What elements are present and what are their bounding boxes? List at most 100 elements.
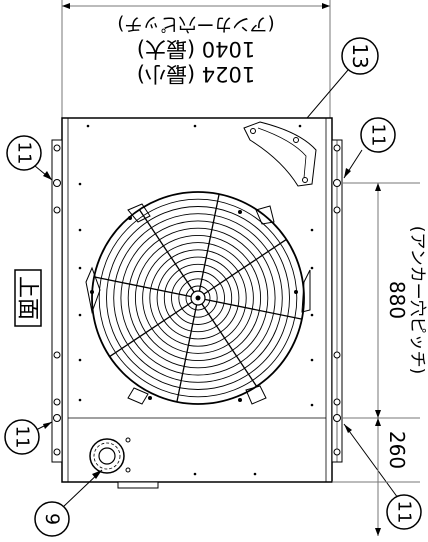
callout-13-label: 13: [348, 43, 372, 68]
right-dim-arrow: [375, 418, 381, 426]
guard-clips: [90, 210, 298, 402]
fan-assembly: [85, 191, 311, 405]
anchor-hole: [333, 351, 341, 359]
anchor-hole: [53, 414, 61, 422]
fan-hub-center: [195, 295, 201, 301]
fan-guard-spoke: [197, 297, 258, 387]
fan-bracket: [127, 387, 149, 405]
callout-11-circle: [4, 419, 40, 455]
fan-guard-ring: [91, 191, 305, 405]
rail-holes: [53, 144, 341, 456]
callout-11-bottom-right: 11: [343, 423, 422, 530]
callout-11-arrow: [344, 424, 352, 433]
callout-11-top-right: 11: [343, 117, 396, 179]
top-dim-max: 1040 (最大): [137, 37, 256, 61]
screw: [310, 266, 314, 270]
part-9-ring: [93, 442, 121, 470]
top-dim-min: 1024 (最小): [137, 62, 256, 86]
rail-left: [51, 139, 63, 463]
fan-guard-ring: [163, 263, 233, 333]
right-dim-arrow: [375, 183, 381, 191]
callout-11-circle: [6, 135, 42, 171]
bracket-13-bolt: [293, 137, 299, 143]
anchor-hole: [333, 398, 341, 406]
fan-guard-ring: [178, 278, 218, 318]
anchor-hole: [53, 448, 61, 456]
anchor-hole: [333, 179, 341, 187]
fan-guard-rings: [91, 191, 305, 405]
callout-9: 9: [34, 469, 103, 537]
side-label-box: [14, 269, 42, 327]
callout-9-label: 9: [41, 513, 63, 525]
screw: [193, 124, 197, 128]
callout-11-circle: [360, 117, 396, 153]
callout-11-label: 11: [14, 142, 35, 165]
top-dimension: 1024 (最小) 1040 (最大) (アンカー穴ピッチ): [61, 0, 331, 118]
callout-11-label: 11: [12, 426, 33, 449]
top-dim-note: (アンカー穴ピッチ): [117, 13, 274, 34]
callout-13: 13: [289, 37, 379, 139]
callout-13-circle: [341, 37, 379, 75]
fan-guard-ring: [149, 249, 247, 347]
part-9-bolt: [125, 437, 131, 443]
fan-guard-ring: [185, 285, 211, 311]
callout-11-circle: [386, 494, 422, 530]
guard-clip: [148, 396, 152, 400]
fan-guard-ring: [171, 271, 225, 325]
callout-11-top-left: 11: [6, 135, 53, 181]
fan-guard-ring: [156, 256, 240, 340]
fan-guard-ring: [98, 198, 298, 398]
part-9-bolt: [125, 467, 131, 473]
fan-guard-spokes: [93, 193, 303, 403]
screw: [78, 313, 82, 317]
part-9-inner: [98, 447, 116, 465]
anchor-hole: [333, 144, 341, 152]
screw: [298, 124, 302, 128]
fan-guard-ring: [134, 234, 262, 362]
anchor-hole: [53, 144, 61, 152]
screw: [78, 358, 82, 362]
callout-11-arrow: [43, 171, 52, 180]
side-label-text: 上面: [15, 276, 40, 320]
right-dim-arrow: [375, 410, 381, 418]
bracket-13-bolt: [250, 128, 256, 134]
fan-guard-spoke: [109, 297, 199, 358]
bracket-13: [243, 121, 317, 187]
bracket-13-inner: [257, 127, 307, 179]
fan-guard-spoke: [197, 297, 303, 320]
anchor-hole: [333, 414, 341, 422]
fan-guard-ring: [120, 220, 276, 376]
anchor-hole: [53, 179, 61, 187]
top-dim-arrow-right: [322, 3, 330, 9]
screw: [78, 182, 82, 186]
screw: [310, 358, 314, 362]
callout-11-label: 11: [368, 124, 389, 147]
fan-guard-spoke: [197, 238, 287, 299]
callout-11-leader: [343, 423, 399, 499]
screw: [310, 228, 314, 232]
callout-11-label: 11: [394, 501, 415, 524]
bottom-dim-value: 260: [385, 431, 409, 469]
right-dim-value: 880: [385, 281, 409, 319]
guard-clip: [90, 290, 94, 294]
right-dimensions: 880 (アンカー穴ピッチ) 260: [332, 182, 427, 536]
panel-screws: [78, 124, 314, 476]
anchor-hole: [333, 448, 341, 456]
callout-9-circle: [34, 501, 70, 537]
right-dim-arrow: [375, 528, 381, 536]
screw: [78, 398, 82, 402]
screw: [310, 313, 314, 317]
fan-guard-ring: [142, 242, 254, 354]
fan-guard-spoke: [93, 276, 199, 299]
fan-guard-spoke: [176, 297, 199, 403]
anchor-hole: [53, 351, 61, 359]
callout-9-arrow: [92, 470, 102, 479]
callout-11-arrow: [43, 422, 52, 429]
guard-clip: [238, 398, 242, 402]
right-dim-note: (アンカー穴ピッチ): [407, 226, 427, 375]
anchor-hole: [53, 398, 61, 406]
guard-clip: [238, 210, 242, 214]
fan-guard-spoke: [197, 193, 220, 299]
fan-guard-ring: [113, 213, 283, 383]
